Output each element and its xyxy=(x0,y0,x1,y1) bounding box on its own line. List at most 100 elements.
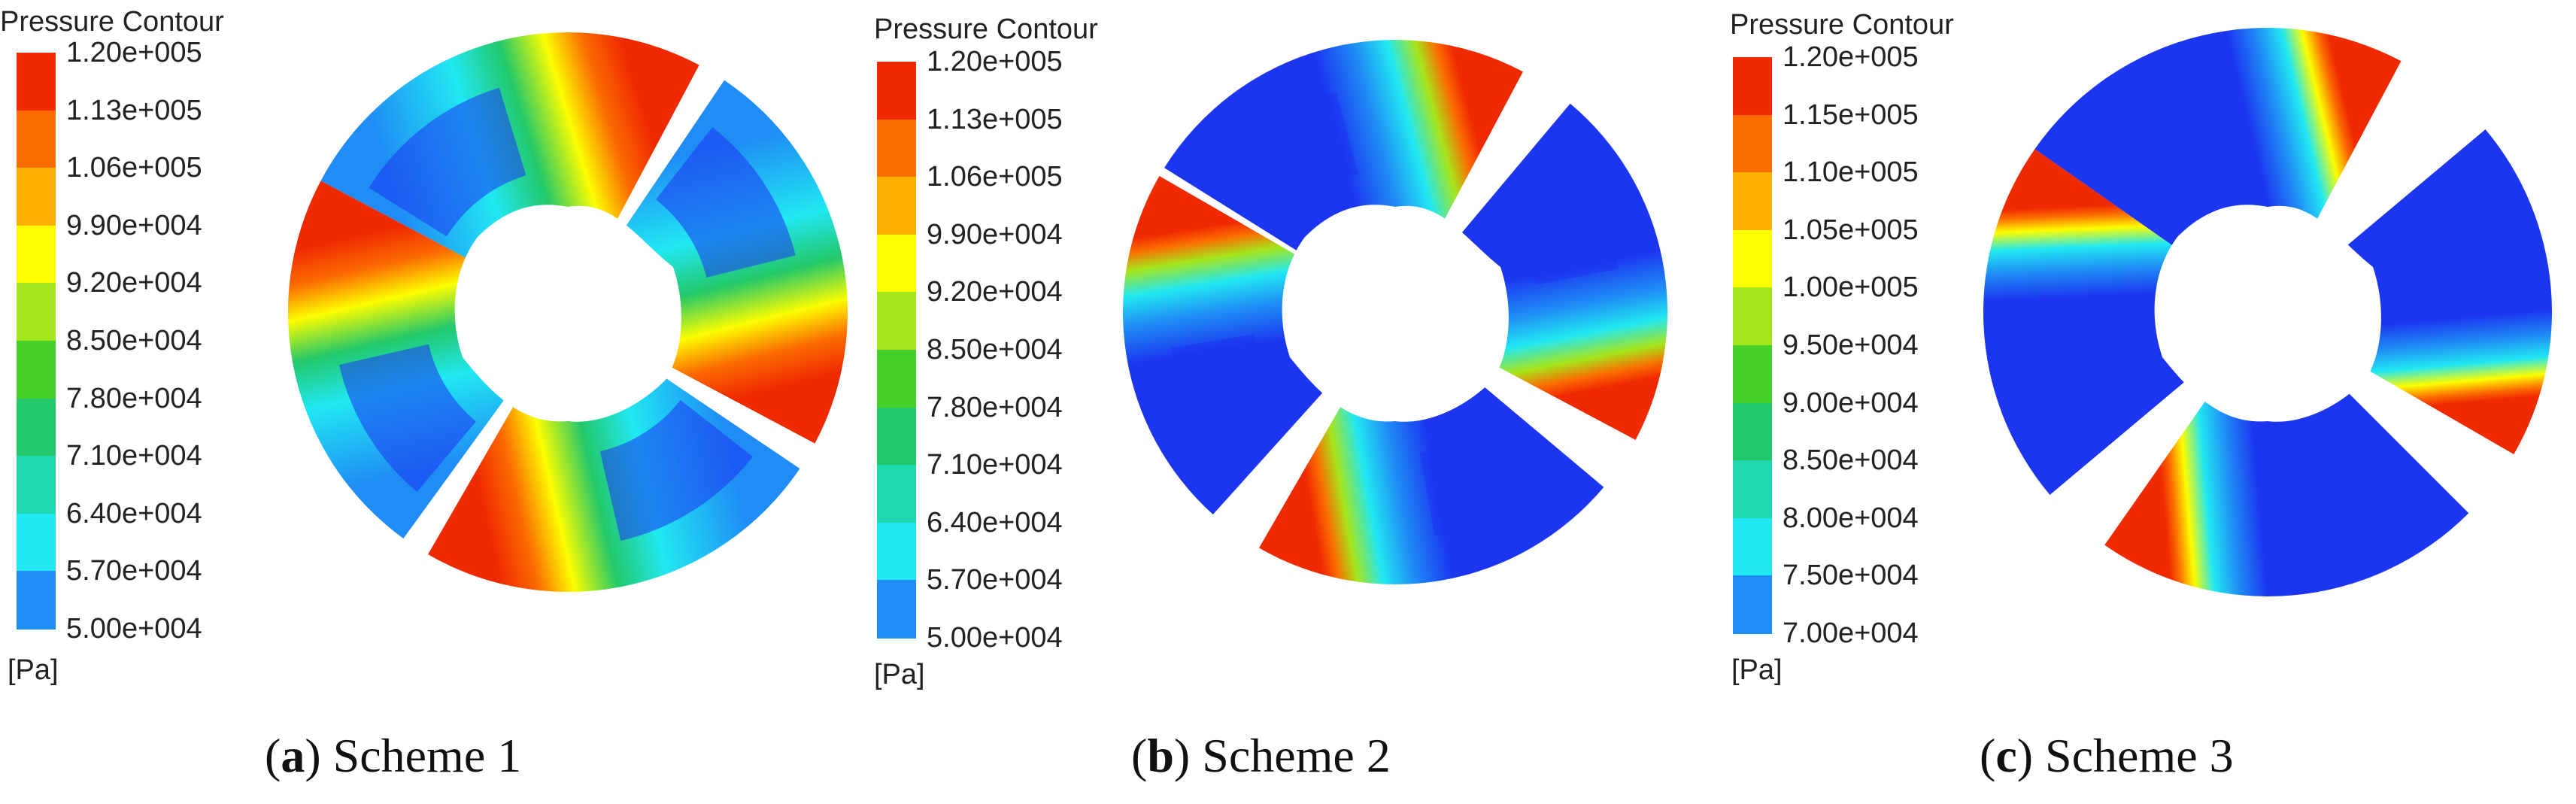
tick-label: 7.00e+004 xyxy=(1783,617,1919,649)
tick-label: 8.50e+004 xyxy=(66,325,202,356)
tick-label: 9.90e+004 xyxy=(927,218,1063,250)
low-pressure-core xyxy=(1419,411,1559,536)
tick-label: 1.06e+005 xyxy=(66,152,202,184)
caption: (a) Scheme 1 xyxy=(265,729,522,782)
colorbar-band xyxy=(877,407,916,466)
tick-label: 5.70e+004 xyxy=(927,564,1063,596)
tick-label: 1.15e+005 xyxy=(1783,99,1919,131)
caption: (c) Scheme 3 xyxy=(1980,729,2234,782)
colorbar xyxy=(17,53,56,630)
tick-label: 5.00e+004 xyxy=(66,613,202,645)
tick-label: 1.10e+005 xyxy=(1783,156,1919,189)
colorbar-band xyxy=(877,465,916,523)
colorbar-band xyxy=(1733,517,1772,576)
low-pressure-core xyxy=(369,87,526,237)
tick-label: 1.13e+005 xyxy=(66,94,202,126)
low-pressure-core xyxy=(2280,420,2425,551)
tick-label: 1.13e+005 xyxy=(927,103,1063,135)
tick-label: 9.90e+004 xyxy=(66,209,202,241)
caption-letter: c xyxy=(1995,729,2017,782)
tick-label: 6.40e+004 xyxy=(66,497,202,529)
tick-label: 1.05e+005 xyxy=(1783,214,1919,246)
colorbar-band xyxy=(877,234,916,293)
hub-cavity xyxy=(2154,205,2381,422)
tick-label: 1.06e+005 xyxy=(927,161,1063,193)
unit-label: [Pa] xyxy=(8,654,59,686)
colorbar-band xyxy=(17,398,56,457)
low-pressure-core xyxy=(1211,93,1358,229)
colorbar-band xyxy=(1733,172,1772,231)
pressure-contour-disc xyxy=(288,32,848,592)
tick-label: 9.50e+004 xyxy=(1783,329,1919,361)
hub-cavity xyxy=(454,205,681,422)
colorbar-band xyxy=(17,456,56,514)
tick-label: 9.20e+004 xyxy=(927,276,1063,308)
colorbar-band xyxy=(877,350,916,408)
colorbar-band xyxy=(1733,287,1772,346)
caption-letter: a xyxy=(281,729,305,782)
low-pressure-core xyxy=(338,344,476,493)
tick-label: 5.70e+004 xyxy=(66,555,202,587)
panel-b: Pressure Contour [Pa] (b) Scheme 2 1.20e… xyxy=(857,0,1715,804)
tick-label: 5.00e+004 xyxy=(927,622,1063,654)
tick-label: 7.10e+004 xyxy=(66,440,202,472)
tick-label: 1.20e+005 xyxy=(66,37,202,68)
tick-label: 9.00e+004 xyxy=(1783,387,1919,419)
colorbar-band xyxy=(1733,345,1772,404)
colorbar xyxy=(877,62,916,639)
caption: (b) Scheme 2 xyxy=(1131,729,1391,782)
tick-label: 1.00e+005 xyxy=(1783,272,1919,304)
caption-text: Scheme 1 xyxy=(332,729,522,782)
low-pressure-core xyxy=(1494,148,1619,285)
tick-label: 7.10e+004 xyxy=(927,449,1063,481)
legend-title: Pressure Contour xyxy=(1730,9,1954,41)
pressure-contour-disc xyxy=(1123,39,1667,584)
colorbar-band xyxy=(1733,460,1772,519)
colorbar-band xyxy=(17,571,56,630)
panel-c: Pressure Contour [Pa] (c) Scheme 3 1.20e… xyxy=(1715,0,2572,804)
colorbar-band xyxy=(17,53,56,111)
colorbar-band xyxy=(17,283,56,341)
low-pressure-core xyxy=(2081,79,2235,223)
tick-label: 8.00e+004 xyxy=(1783,502,1919,534)
colorbar-band xyxy=(17,225,56,284)
tick-label: 1.20e+005 xyxy=(927,46,1063,77)
low-pressure-core xyxy=(2028,318,2153,453)
colorbar-band xyxy=(877,177,916,235)
low-pressure-core xyxy=(1170,334,1293,470)
colorbar xyxy=(1733,57,1772,634)
legend-title: Pressure Contour xyxy=(0,6,224,38)
tick-label: 8.50e+004 xyxy=(1783,444,1919,477)
caption-letter: b xyxy=(1147,729,1174,782)
colorbar-band xyxy=(1733,114,1772,173)
colorbar-band xyxy=(1733,229,1772,288)
colorbar-band xyxy=(877,119,916,177)
colorbar-band xyxy=(1733,57,1772,116)
low-pressure-core xyxy=(655,127,796,278)
low-pressure-core xyxy=(2383,171,2506,300)
unit-label: [Pa] xyxy=(874,659,925,690)
tick-label: 7.80e+004 xyxy=(927,391,1063,423)
colorbar-band xyxy=(17,513,56,572)
tick-label: 7.50e+004 xyxy=(1783,560,1919,592)
hub-cavity xyxy=(1282,205,1509,422)
unit-label: [Pa] xyxy=(1731,654,1783,686)
colorbar-band xyxy=(1733,575,1772,634)
colorbar-band xyxy=(877,580,916,639)
caption-text: Scheme 2 xyxy=(1202,729,1391,782)
tick-label: 6.40e+004 xyxy=(927,506,1063,539)
colorbar-band xyxy=(877,292,916,350)
colorbar-band xyxy=(17,168,56,226)
legend-title: Pressure Contour xyxy=(874,14,1098,45)
colorbar-band xyxy=(877,62,916,120)
tick-label: 1.20e+005 xyxy=(1783,41,1919,73)
pressure-contour-disc xyxy=(1983,27,2552,597)
colorbar-band xyxy=(17,110,56,168)
low-pressure-core xyxy=(599,399,753,542)
colorbar-band xyxy=(877,522,916,581)
colorbar-band xyxy=(17,341,56,399)
tick-label: 7.80e+004 xyxy=(66,382,202,414)
panel-a: Pressure Contour [Pa] (a) Scheme 1 1.20e… xyxy=(0,0,857,804)
colorbar-band xyxy=(1733,402,1772,461)
